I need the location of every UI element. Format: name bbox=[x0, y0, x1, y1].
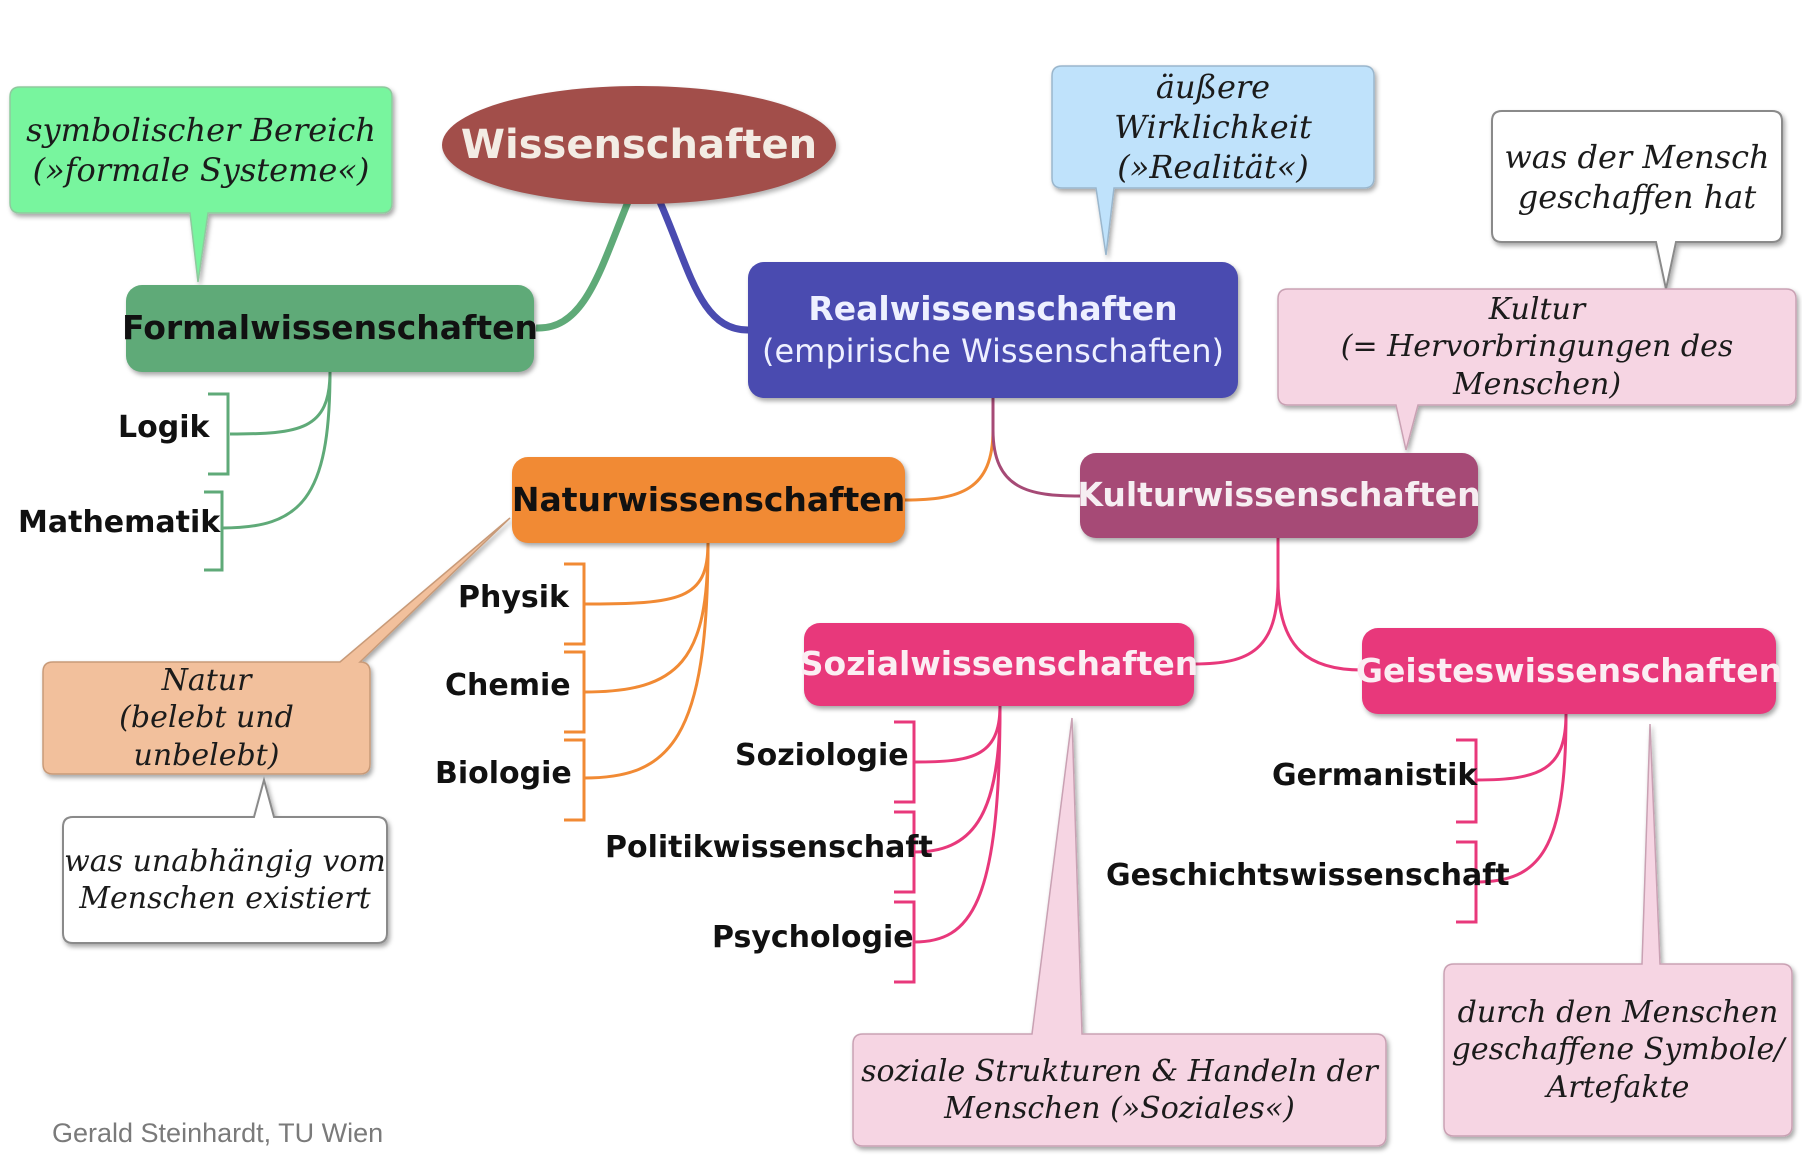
callout-kultur-subnote bbox=[1491, 110, 1783, 290]
leaf-psychologie: Psychologie bbox=[712, 920, 914, 955]
note-kultur-text: Kultur (= Hervorbringungen des Menschen) bbox=[1278, 289, 1796, 405]
note-sozial-line2: Menschen (»Soziales«) bbox=[944, 1091, 1295, 1126]
note-kultur-subnote-text: was der Mensch geschaffen hat bbox=[1492, 111, 1782, 242]
footer-credit: Gerald Steinhardt, TU Wien bbox=[52, 1118, 384, 1148]
connector-geistes-germanistik bbox=[1475, 713, 1568, 782]
leaf-logik: Logik bbox=[118, 410, 210, 445]
node-naturwissenschaften[interactable]: Naturwissenschaften bbox=[512, 457, 905, 543]
note-real-line2: (»Realität«) bbox=[1117, 148, 1309, 186]
note-kultur-line1: Kultur bbox=[1488, 291, 1586, 327]
note-sozial-line1: soziale Strukturen & Handeln der bbox=[861, 1053, 1378, 1089]
note-sozial-text: soziale Strukturen & Handeln der Mensche… bbox=[853, 1034, 1386, 1146]
bracket-biologie bbox=[564, 738, 586, 822]
callout-kultur-note bbox=[1277, 288, 1797, 451]
node-natur-label: Naturwissenschaften bbox=[511, 479, 906, 519]
callout-sozial-note bbox=[852, 717, 1387, 1147]
callout-formal-note bbox=[9, 86, 393, 283]
note-geistes-line2: geschaffene Symbole/ bbox=[1451, 1032, 1785, 1068]
root-node-wissenschaften[interactable]: Wissenschaften bbox=[442, 86, 836, 204]
note-natur-subnote-text: was unabhängig vom Menschen existiert bbox=[63, 817, 387, 943]
bracket-politik bbox=[894, 810, 916, 894]
leaf-soziologie: Soziologie bbox=[735, 738, 909, 773]
connector-real-natur bbox=[904, 398, 995, 502]
node-geistes-label: Geisteswissenschaften bbox=[1355, 650, 1783, 690]
note-geistes-line3: Artefakte bbox=[1546, 1069, 1690, 1105]
leaf-physik: Physik bbox=[458, 580, 569, 615]
bracket-logik bbox=[208, 392, 230, 476]
connector-natur-physik bbox=[583, 542, 710, 606]
connector-kultur-geistes bbox=[1276, 538, 1363, 672]
note-natur-subnote-line2: Menschen existiert bbox=[79, 881, 371, 916]
connector-root-formal bbox=[535, 200, 632, 332]
root-label: Wissenschaften bbox=[460, 122, 818, 168]
bracket-psychologie bbox=[894, 900, 916, 984]
note-real-text: äußere Wirklichkeit (»Realität«) bbox=[1052, 66, 1374, 188]
bracket-physik bbox=[564, 562, 586, 646]
bracket-geschichte bbox=[1456, 840, 1478, 924]
node-real-label: Realwissenschaften bbox=[808, 288, 1178, 328]
leaf-chemie: Chemie bbox=[445, 668, 571, 703]
connector-natur-biologie bbox=[583, 542, 710, 780]
bracket-soziologie bbox=[894, 720, 916, 804]
leaf-mathematik: Mathematik bbox=[18, 505, 221, 540]
connector-geistes-geschichte bbox=[1475, 713, 1568, 884]
node-geisteswissenschaften[interactable]: Geisteswissenschaften bbox=[1356, 628, 1782, 714]
note-formal-text: symbolischer Bereich (»formale Systeme«) bbox=[10, 87, 392, 213]
connector-formal-mathematik bbox=[221, 371, 332, 530]
note-natur-line2: (belebt und unbelebt) bbox=[119, 700, 294, 773]
bracket-germanistik bbox=[1456, 738, 1478, 824]
note-natur-subnote-line1: was unabhängig vom bbox=[64, 843, 386, 879]
note-kultur-subnote-line1: was der Mensch bbox=[1504, 137, 1770, 176]
connector-natur-chemie bbox=[583, 542, 710, 694]
note-formal-line1: symbolischer Bereich bbox=[26, 111, 376, 149]
callout-geistes-note bbox=[1443, 723, 1793, 1137]
connector-sozial-soziologie bbox=[913, 705, 1002, 764]
callout-real-note bbox=[1051, 65, 1375, 256]
leaf-germanistik: Germanistik bbox=[1272, 758, 1478, 793]
callout-natur-subnote bbox=[62, 776, 388, 944]
leaf-geschichtswissenschaft: Geschichtswissenschaft bbox=[1106, 858, 1510, 893]
note-kultur-subnote-line2: geschaffen hat bbox=[1517, 177, 1757, 216]
callout-natur-note bbox=[42, 517, 511, 775]
connector-real-kultur bbox=[991, 398, 1081, 498]
connector-formal-logik bbox=[229, 371, 332, 436]
node-formalwissenschaften[interactable]: Formalwissenschaften bbox=[122, 285, 538, 372]
leaf-politikwissenschaft: Politikwissenschaft bbox=[605, 830, 933, 865]
note-natur-text: Natur (belebt und unbelebt) bbox=[43, 662, 370, 774]
bracket-chemie bbox=[564, 650, 586, 734]
node-kulturwissenschaften[interactable]: Kulturwissenschaften bbox=[1077, 453, 1481, 538]
note-geistes-text: durch den Menschen geschaffene Symbole/ … bbox=[1444, 964, 1792, 1136]
connector-root-real bbox=[656, 200, 749, 334]
node-realwissenschaften[interactable]: Realwissenschaften (empirische Wissensch… bbox=[748, 262, 1238, 398]
note-geistes-line1: durch den Menschen bbox=[1457, 994, 1779, 1030]
bracket-mathematik bbox=[204, 490, 224, 572]
node-kultur-label: Kulturwissenschaften bbox=[1077, 475, 1481, 515]
note-formal-line2: (»formale Systeme«) bbox=[32, 151, 370, 189]
node-sozial-label: Sozialwissenschaften bbox=[799, 644, 1199, 684]
note-real-line1: äußere Wirklichkeit bbox=[1114, 68, 1312, 146]
connector-kultur-sozial bbox=[1193, 538, 1280, 666]
note-kultur-line2: (= Hervorbringungen des Menschen) bbox=[1340, 329, 1734, 402]
note-natur-line1: Natur bbox=[161, 662, 252, 698]
leaf-biologie: Biologie bbox=[435, 756, 572, 791]
connector-sozial-psychologie bbox=[913, 705, 1002, 944]
node-formal-label: Formalwissenschaften bbox=[121, 308, 539, 348]
node-real-sublabel: (empirische Wissenschaften) bbox=[762, 331, 1224, 370]
node-sozialwissenschaften[interactable]: Sozialwissenschaften bbox=[800, 623, 1198, 706]
